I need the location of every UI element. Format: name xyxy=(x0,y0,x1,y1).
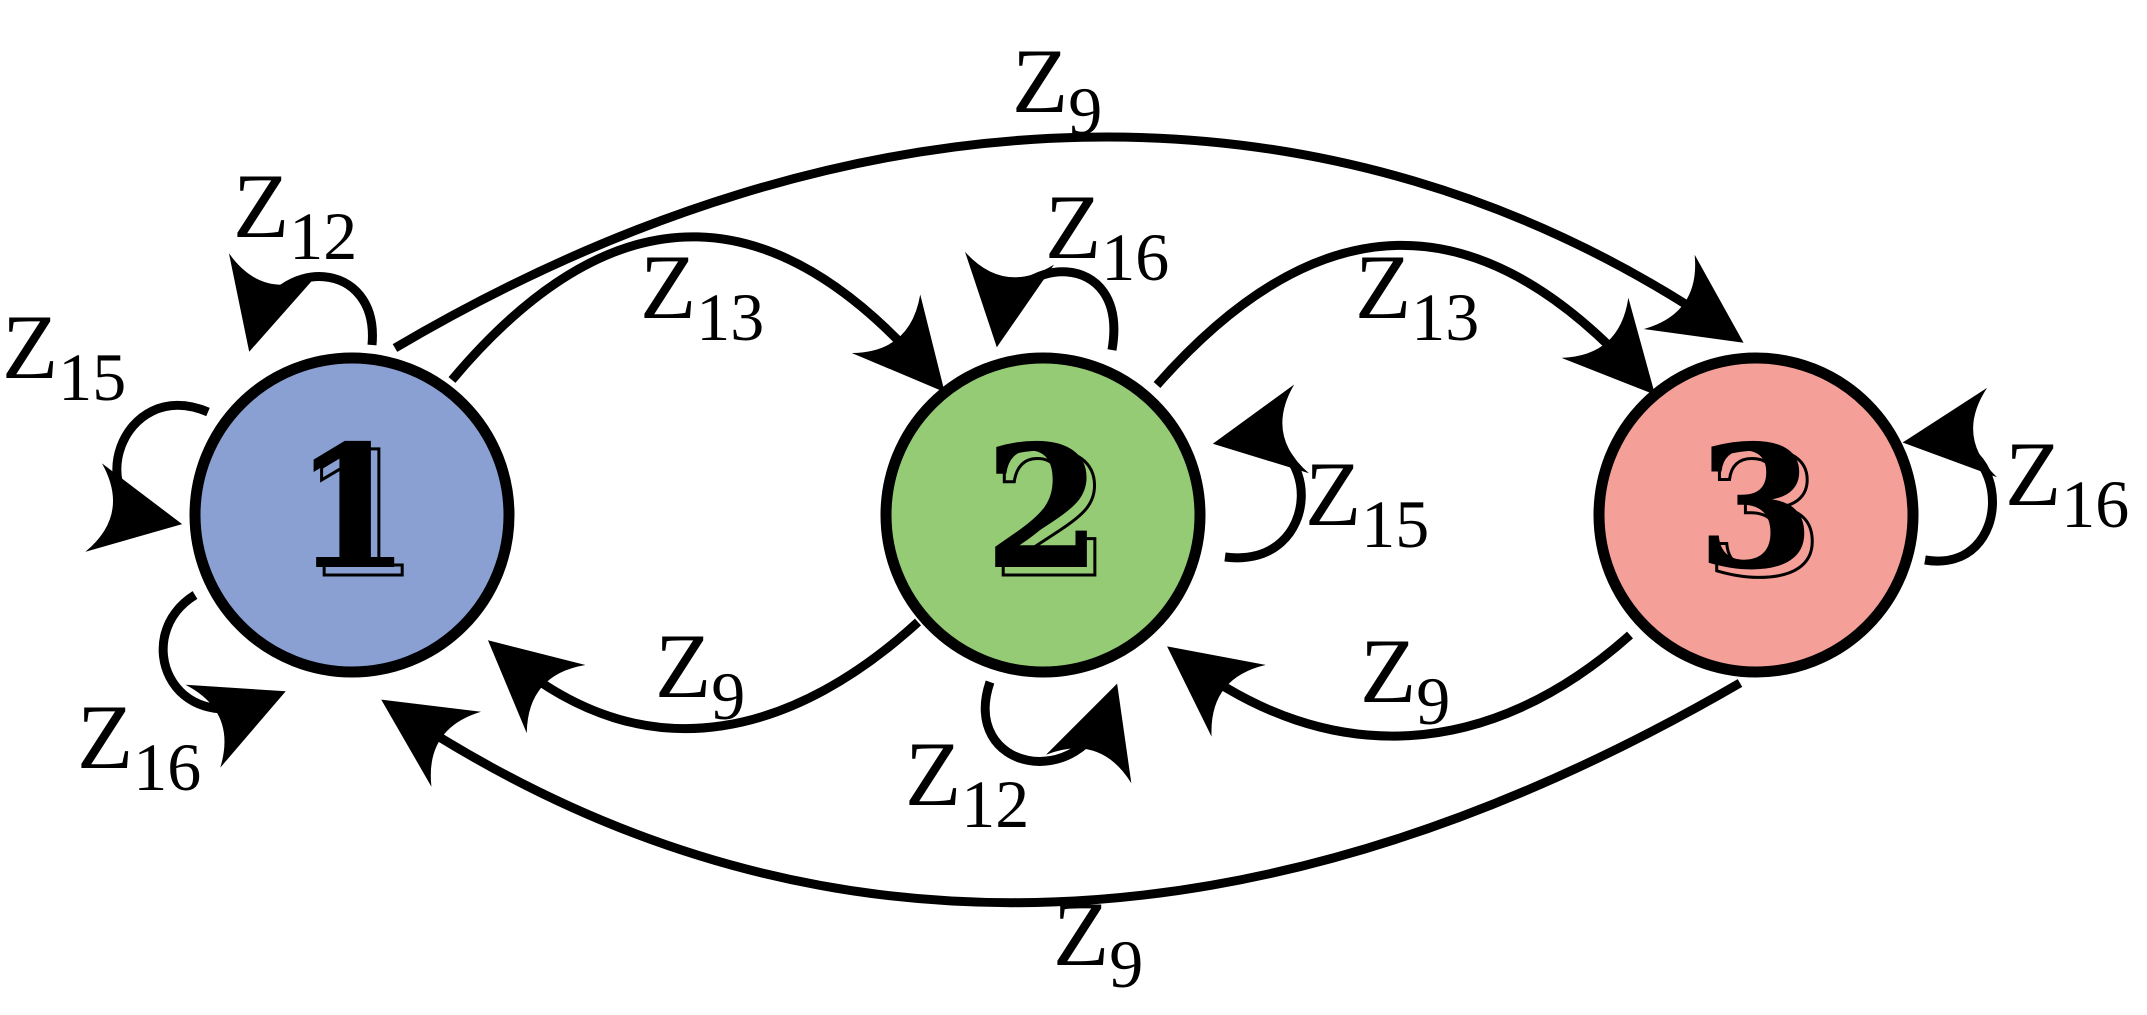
edge-label-1-3-top: Z9 xyxy=(1012,30,1102,149)
loop-label-2-z15: Z15 xyxy=(1305,443,1429,562)
edge-label-3-2: Z9 xyxy=(1360,620,1450,739)
loop-3-z16 xyxy=(1902,387,1997,566)
node-1-label-shadow: 1 xyxy=(301,416,419,616)
edge-label-2-1: Z9 xyxy=(655,615,745,734)
edge-3-to-1-bottom xyxy=(381,679,1743,908)
loop-2-z16 xyxy=(965,251,1119,351)
loop-label-2-z12: Z12 xyxy=(905,723,1029,842)
loop-2-z12 xyxy=(980,680,1132,784)
edge-label-1-2: Z13 xyxy=(640,236,764,355)
edge-label-2-3: Z13 xyxy=(1355,236,1479,355)
edge-label-3-1-bottom: Z9 xyxy=(1053,883,1143,1002)
node-2-label: 2 xyxy=(984,408,1102,608)
edge-1-to-2 xyxy=(448,232,945,393)
node-2-label-shadow: 2 xyxy=(992,416,1110,616)
loop-label-2-z16: Z16 xyxy=(1045,176,1169,295)
edge-2-to-3 xyxy=(1153,240,1656,395)
node-2: 2 2 xyxy=(880,352,1206,678)
edge-2-to-1 xyxy=(487,618,922,734)
loop-label-1-z15: Z15 xyxy=(2,296,126,415)
loop-1-z15 xyxy=(85,400,210,552)
node-1-circle xyxy=(189,352,515,678)
edge-1-to-3-top xyxy=(392,132,1744,352)
node-2-circle xyxy=(880,352,1206,678)
node-3-circle xyxy=(1593,352,1919,678)
node-1-label: 1 xyxy=(293,408,411,608)
node-1: 1 1 xyxy=(189,352,515,678)
loop-label-1-z16: Z16 xyxy=(77,686,201,805)
edge-3-to-2 xyxy=(1167,631,1633,741)
loop-label-3-z16: Z16 xyxy=(2005,423,2129,542)
loop-1-z12 xyxy=(229,253,377,352)
loop-1-z16 xyxy=(158,591,286,768)
node-3-label-shadow: 3 xyxy=(1705,416,1823,616)
loop-2-z15 xyxy=(1212,384,1309,563)
node-3-label: 3 xyxy=(1697,408,1815,608)
loop-label-1-z12: Z12 xyxy=(233,155,357,274)
node-3: 3 3 xyxy=(1593,352,1919,678)
